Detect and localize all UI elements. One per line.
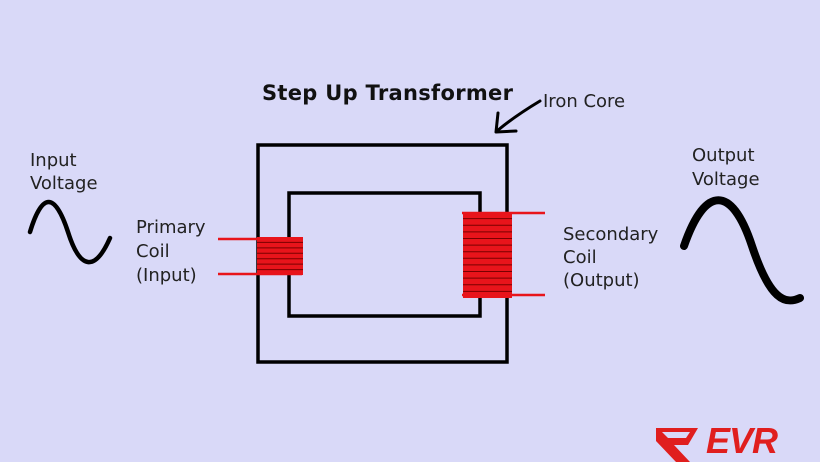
evr-logo-mark bbox=[656, 428, 698, 462]
secondary-coil-label-line2: Coil bbox=[563, 247, 597, 268]
primary-coil bbox=[257, 237, 303, 275]
output-voltage-label-line1: Output bbox=[692, 145, 755, 166]
secondary-coil-label-line3: (Output) bbox=[563, 270, 640, 291]
primary-coil-label-line2: Coil bbox=[136, 241, 170, 262]
iron-core-inner bbox=[287, 191, 482, 318]
evr-logo-text: EVR bbox=[706, 420, 778, 461]
input-voltage-label-line1: Input bbox=[30, 150, 77, 171]
iron-core-label: Iron Core bbox=[543, 91, 626, 112]
primary-coil-label-line3: (Input) bbox=[136, 265, 197, 286]
input-sine-wave bbox=[27, 199, 113, 265]
output-sine-wave bbox=[680, 196, 804, 305]
secondary-coil bbox=[463, 212, 512, 298]
input-voltage-label-line2: Voltage bbox=[30, 173, 98, 194]
primary-coil-turns bbox=[257, 241, 303, 271]
iron-core-arrow bbox=[495, 99, 542, 133]
diagram-title: Step Up Transformer bbox=[262, 81, 514, 105]
secondary-coil-label-line1: Secondary bbox=[563, 224, 659, 245]
secondary-coil-turns bbox=[463, 218, 512, 292]
iron-core-arrowhead bbox=[494, 111, 518, 134]
primary-coil-label-line1: Primary bbox=[136, 217, 206, 238]
output-voltage-label-line2: Voltage bbox=[692, 169, 760, 190]
